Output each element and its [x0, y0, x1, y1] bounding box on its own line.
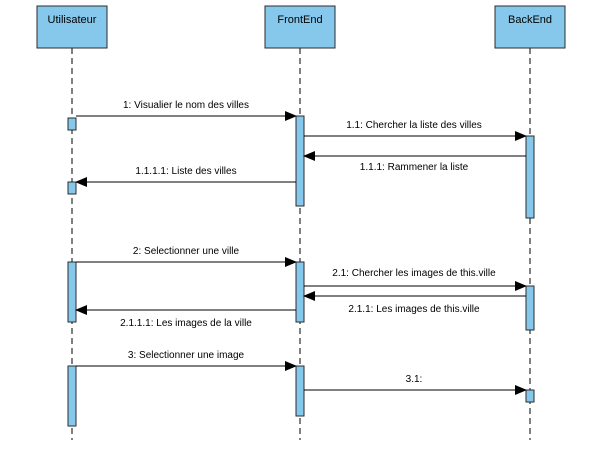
activation-frontend-3 — [295, 365, 305, 417]
participant-frontend[interactable]: FrontEnd — [264, 5, 336, 49]
message-2-1[interactable]: 2.1: Chercher les images de this.ville — [304, 268, 527, 291]
activation-frontend-2 — [295, 261, 305, 323]
message-3-1[interactable]: 3.1: — [304, 374, 527, 395]
participant-frontend-box — [264, 5, 336, 49]
message-1-1-1-1[interactable]: 1.1.1.1: Liste des villes — [75, 166, 296, 187]
activation-user-3 — [67, 261, 77, 323]
message-3-label: 3: Selectionner une image — [128, 350, 245, 361]
activation-user-1 — [67, 117, 77, 131]
message-2-1-1-1-label: 2.1.1.1: Les images de la ville — [120, 318, 252, 329]
participant-backend-label: BackEnd — [508, 14, 552, 26]
activation-backend-3 — [525, 389, 535, 403]
participant-frontend-label: FrontEnd — [277, 14, 322, 26]
message-2-1-1[interactable]: 2.1.1: Les images de this.ville — [303, 291, 526, 315]
message-2-label: 2: Selectionner une ville — [133, 246, 240, 257]
message-2-1-1-label: 2.1.1: Les images de this.ville — [348, 304, 480, 315]
message-1-1-1-1-label: 1.1.1.1: Liste des villes — [135, 166, 236, 177]
participant-user-label: Utilisateur — [48, 14, 97, 26]
message-1-1-1[interactable]: 1.1.1: Rammener la liste — [303, 151, 526, 173]
message-3[interactable]: 3: Selectionner une image — [76, 350, 297, 371]
message-2[interactable]: 2: Selectionner une ville — [76, 246, 297, 267]
participant-backend[interactable]: BackEnd — [494, 5, 566, 49]
message-3-1-label: 3.1: — [406, 374, 423, 385]
participant-backend-box — [494, 5, 566, 49]
message-2-1-label: 2.1: Chercher les images de this.ville — [332, 268, 496, 279]
activation-user-4 — [67, 365, 77, 427]
message-1-1[interactable]: 1.1: Chercher la liste des villes — [304, 120, 527, 141]
message-1-label: 1: Visualier le nom des villes — [123, 100, 249, 111]
activation-frontend-1 — [295, 115, 305, 207]
message-1-1-label: 1.1: Chercher la liste des villes — [346, 120, 482, 131]
message-1-1-1-label: 1.1.1: Rammener la liste — [360, 162, 469, 173]
message-2-1-1-1[interactable]: 2.1.1.1: Les images de la ville — [75, 305, 296, 329]
participant-user[interactable]: Utilisateur — [36, 5, 108, 49]
activation-backend-1 — [525, 135, 535, 219]
activation-user-2 — [67, 181, 77, 195]
activation-backend-2 — [525, 285, 535, 331]
message-1[interactable]: 1: Visualier le nom des villes — [76, 100, 297, 121]
participant-user-box — [36, 5, 108, 49]
